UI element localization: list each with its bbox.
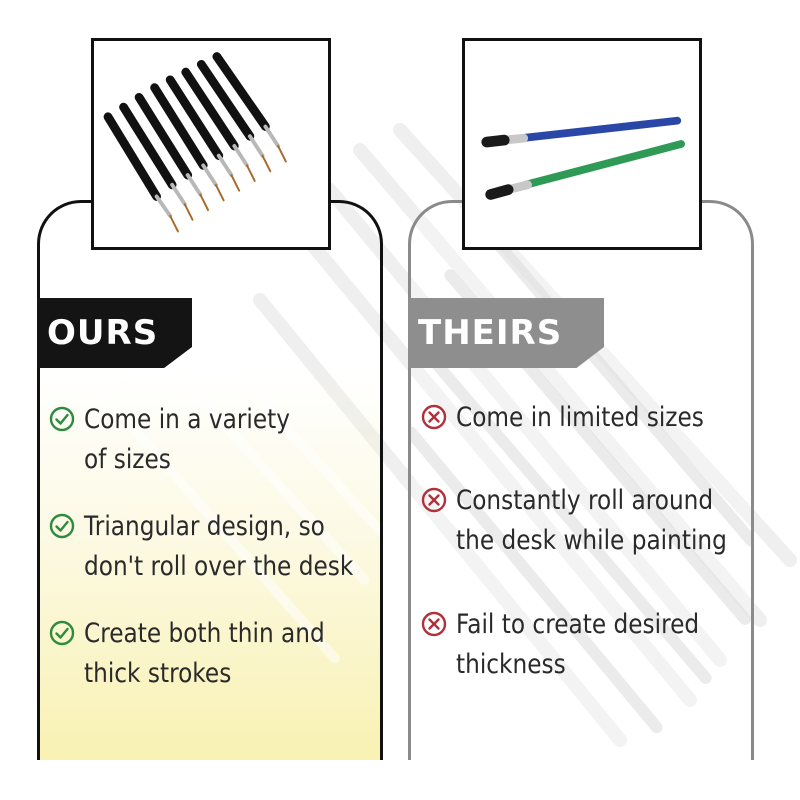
list-item-line: Come in limited sizes	[456, 402, 704, 433]
fine-detail-brushes-photo	[103, 52, 287, 233]
ours-label-text: OURS	[47, 313, 159, 353]
x-circle-icon	[421, 487, 447, 513]
list-item-line: thickness	[456, 649, 566, 680]
check-circle-icon	[49, 620, 75, 646]
list-item: Come in a variety of sizes	[48, 400, 324, 480]
list-item-text: Fail to create desired thickness	[456, 605, 699, 685]
list-item: Fail to create desired thickness	[420, 605, 739, 685]
list-item: Triangular design, so don't roll over th…	[48, 507, 397, 587]
theirs-product-photo	[462, 38, 702, 250]
ours-label: OURS	[37, 298, 192, 368]
list-item-line: thick strokes	[84, 658, 232, 689]
theirs-panel	[408, 200, 754, 760]
list-item-text: Constantly roll around the desk while pa…	[456, 481, 727, 561]
x-circle-icon	[421, 404, 447, 430]
list-item-line: Fail to create desired	[456, 609, 700, 640]
list-item-line: don't roll over the desk	[84, 551, 354, 582]
check-circle-icon	[49, 513, 75, 539]
list-item-text: Triangular design, so don't roll over th…	[84, 507, 353, 587]
x-circle-icon	[421, 611, 447, 637]
flat-brushes-photo	[481, 116, 685, 200]
list-item-line: Come in a variety	[84, 404, 290, 435]
list-item-line: of sizes	[84, 444, 171, 475]
list-item: Create both thin and thick strokes	[48, 614, 364, 694]
list-item-text: Come in a variety of sizes	[84, 400, 290, 480]
theirs-label: THEIRS	[408, 298, 604, 368]
list-item-text: Come in limited sizes	[456, 398, 704, 438]
list-item-line: Create both thin and	[84, 618, 325, 649]
ours-product-photo	[91, 38, 331, 250]
list-item-line: Constantly roll around	[456, 485, 714, 516]
theirs-label-text: THEIRS	[418, 313, 563, 353]
list-item-line: Triangular design, so	[84, 511, 325, 542]
list-item-text: Create both thin and thick strokes	[84, 614, 325, 694]
list-item: Come in limited sizes	[420, 398, 744, 438]
list-item-line: the desk while painting	[456, 525, 727, 556]
check-circle-icon	[49, 406, 75, 432]
list-item: Constantly roll around the desk while pa…	[420, 481, 771, 561]
